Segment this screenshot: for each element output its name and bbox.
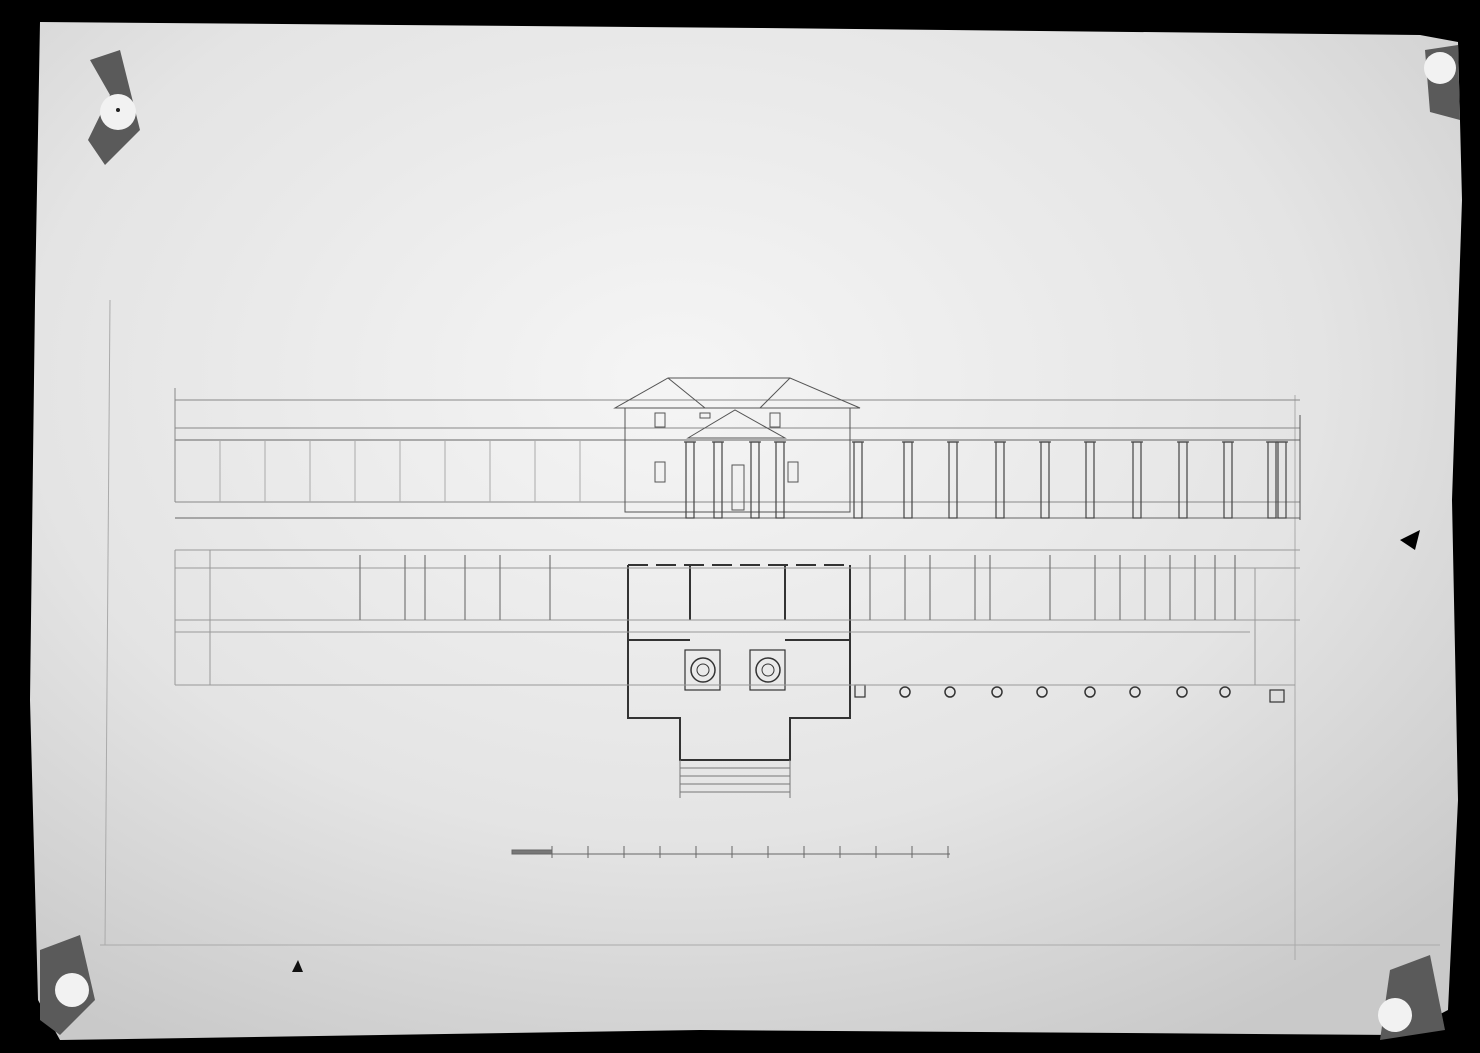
stair-well-right	[749, 649, 786, 691]
plan-column	[1176, 686, 1188, 698]
tape-bottom-right	[1378, 955, 1445, 1040]
portico-pediment	[686, 409, 787, 439]
plan-column	[1036, 686, 1048, 698]
plan-colonnade-circles	[899, 686, 1231, 698]
paper-tear	[292, 960, 303, 972]
entrance-steps	[679, 760, 791, 798]
paper-sheet	[30, 22, 1462, 1040]
stair-well-left	[684, 649, 721, 691]
wing-pilasters	[219, 440, 581, 502]
tape-top-right	[1424, 45, 1460, 120]
wing-plan-lines	[174, 549, 1300, 686]
front-elevation	[174, 377, 1301, 520]
tape-top-left	[88, 50, 140, 165]
plan-column	[944, 686, 956, 698]
wing-plan-partitions	[359, 555, 1236, 620]
main-block-facade	[624, 407, 851, 513]
tape-bottom-left	[40, 935, 95, 1035]
plan-column	[1129, 686, 1141, 698]
sheet-frame-lines	[100, 299, 1440, 960]
main-block-roof	[613, 377, 861, 409]
plan-column	[1219, 686, 1231, 698]
colonnade-columns	[684, 441, 1288, 519]
paper-tear	[1400, 530, 1420, 550]
plan-column	[991, 686, 1003, 698]
ground-plan	[627, 564, 1285, 798]
plan-column	[1084, 686, 1096, 698]
plan-column	[899, 686, 911, 698]
scale-bar	[511, 846, 950, 858]
